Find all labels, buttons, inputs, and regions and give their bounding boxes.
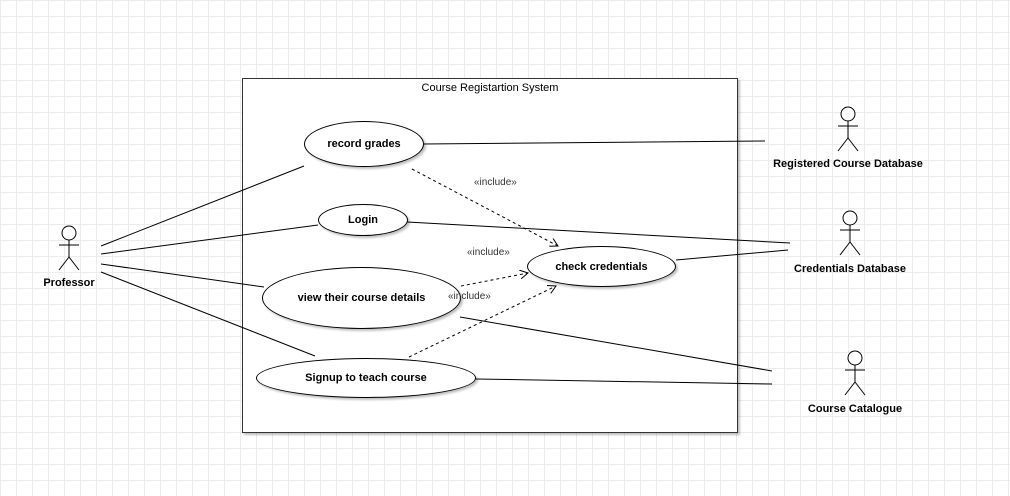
assoc-signup-catalogue[interactable] xyxy=(476,379,772,384)
include-label-2: «include» xyxy=(467,247,510,258)
assoc-check-credentials-credentials-db[interactable] xyxy=(676,250,788,260)
actor-professor-figure[interactable] xyxy=(59,225,79,270)
actor-credentials-db-figure[interactable] xyxy=(840,210,860,255)
assoc-professor-view-details[interactable] xyxy=(101,264,264,287)
assoc-record-grades-registered-db[interactable] xyxy=(424,141,765,144)
actor-course-catalogue-figure[interactable] xyxy=(845,350,865,395)
actor-registered-db-label: Registered Course Database xyxy=(773,158,923,170)
include-label-1: «include» xyxy=(474,177,517,188)
include-label-3: «include» xyxy=(448,291,491,302)
usecase-check-credentials[interactable]: check credentials xyxy=(527,246,676,287)
actor-credentials-db-label: Credentials Database xyxy=(794,263,906,275)
actor-professor-label: Professor xyxy=(43,277,95,289)
usecase-view-course-details[interactable]: view their course details xyxy=(262,267,461,329)
usecase-record-grades[interactable]: record grades xyxy=(304,121,424,167)
assoc-professor-signup[interactable] xyxy=(101,272,315,356)
include-view-details-check[interactable] xyxy=(461,273,528,286)
system-title: Course Registartion System xyxy=(421,82,559,94)
actor-registered-db-figure[interactable] xyxy=(838,106,858,151)
assoc-professor-login[interactable] xyxy=(101,225,318,254)
assoc-view-details-catalogue[interactable] xyxy=(460,317,772,371)
actor-course-catalogue-label: Course Catalogue xyxy=(807,403,903,415)
assoc-login-credentials-db[interactable] xyxy=(407,222,790,243)
usecase-signup-teach-course[interactable]: Signup to teach course xyxy=(256,358,476,398)
assoc-professor-record-grades[interactable] xyxy=(101,166,304,246)
usecase-login[interactable]: Login xyxy=(318,204,408,236)
